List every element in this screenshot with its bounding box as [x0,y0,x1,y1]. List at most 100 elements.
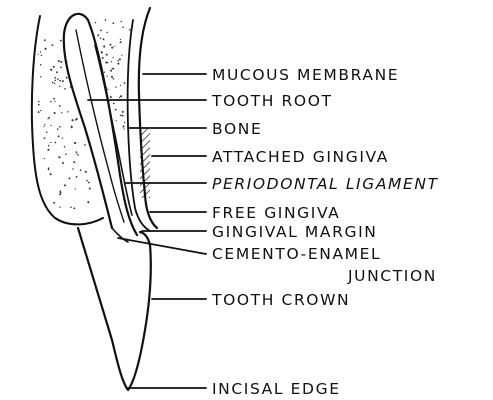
stipple-dot [122,115,124,117]
stipple-dot [106,75,107,76]
label-tooth-crown: TOOTH CROWN [211,291,350,309]
stipple-dot [73,207,75,209]
stipple-dot [48,117,50,119]
stipple-dot [55,77,57,79]
stipple-dot [72,119,74,121]
stipple-dot [111,76,113,78]
label-bone: BONE [212,120,262,138]
label-attached-gingiva: ATTACHED GINGIVA [212,148,389,166]
stipple-dot [46,132,48,134]
stipple-dot [55,142,57,144]
stipple-dot [68,177,70,179]
bone-stipple [37,19,130,209]
stipple-dot [120,115,122,117]
stipple-dot [75,188,76,189]
stipple-dot [86,180,88,182]
stipple-dot [59,80,61,82]
stipple-dot [59,207,60,208]
stipple-dot [84,144,86,146]
stipple-dot [44,48,46,50]
stipple-dot [95,22,96,23]
stipple-dot [115,109,117,111]
stipple-dot [106,32,108,34]
stipple-dot [107,89,108,90]
stipple-dot [59,193,61,195]
stipple-dot [40,76,41,77]
stipple-dot [89,188,91,190]
stipple-dot [120,41,122,43]
stipple-dot [60,61,62,63]
stipple-dot [111,47,113,49]
stipple-dot [61,112,62,113]
stipple-dot [115,87,116,88]
stipple-dot [101,51,103,53]
stipple-dot [85,171,87,173]
stipple-dot [60,67,62,69]
stipple-dot [129,29,131,31]
stipple-dot [88,182,90,184]
stipple-dot [48,145,50,147]
stipple-dot [57,128,59,130]
gingiva-boundary [128,20,150,231]
stipple-dot [41,55,43,57]
stipple-dot [120,39,121,40]
stipple-dot [124,122,125,123]
stipple-dot [122,111,124,113]
label-incisal-edge: INCISAL EDGE [212,380,341,398]
tooth-crown-outline [78,228,151,390]
stipple-dot [57,78,59,80]
stipple-dot [59,190,61,192]
stipple-dot [104,46,105,47]
stipple-dot [75,119,77,121]
stipple-dot [54,83,55,84]
stipple-dot [50,142,51,143]
stipple-dot [72,168,73,169]
stipple-dot [58,135,60,137]
stipple-dot [59,126,61,128]
stipple-dot [40,64,42,66]
stipple-dot [52,44,54,46]
stipple-dot [97,35,98,36]
stipple-dot [123,128,124,129]
stipple-dot [76,176,78,178]
stipple-dot [58,60,60,62]
stipple-dot [118,60,120,62]
stipple-dot [53,202,55,204]
label-cemento-enamel-line1: CEMENTO-ENAMEL [212,245,381,263]
stipple-dot [65,153,67,155]
stipple-dot [73,161,75,163]
stipple-dot [102,57,104,59]
stipple-dot [67,111,68,112]
stipple-dot [107,62,108,63]
stipple-dot [114,46,115,47]
stipple-dot [47,118,48,119]
stipple-dot [38,104,40,106]
stipple-dot [62,162,64,164]
stipple-dot [106,54,108,56]
stipple-dot [71,125,72,126]
stipple-dot [62,137,63,138]
label-free-gingiva: FREE GINGIVA [212,204,340,222]
stipple-dot [54,80,56,82]
stipple-dot [100,38,101,39]
labial-contour [32,16,103,224]
stipple-dot [54,112,56,114]
stipple-dot [62,80,64,82]
stipple-dot [53,98,55,100]
label-periodontal-ligament: PERIODONTAL LIGAMENT [212,175,439,193]
label-mucous-membrane: MUCOUS MEMBRANE [212,66,399,84]
stipple-dot [87,201,89,203]
stipple-dot [59,105,61,107]
stipple-dot [50,101,52,103]
stipple-dot [117,63,119,65]
leader-cemento-enamel [118,238,206,254]
stipple-dot [50,69,52,71]
stipple-dot [122,27,124,29]
stipple-dot [74,142,76,144]
stipple-dot [76,151,78,153]
stipple-dot [40,51,41,52]
stipple-dot [113,78,115,80]
stipple-dot [110,44,112,46]
stipple-dot [58,156,60,158]
stipple-dot [50,125,51,126]
